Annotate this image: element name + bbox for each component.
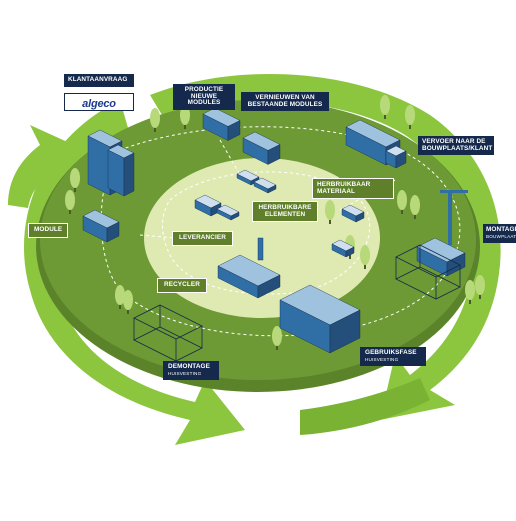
modular-building-icon — [279, 284, 361, 354]
tree-icon-14 — [123, 290, 133, 310]
label-leverancier: LEVERANCIER — [172, 231, 233, 246]
pallet-stack — [216, 204, 240, 221]
material-pallet-2 — [331, 239, 355, 258]
module-element-small-2-right — [267, 184, 277, 194]
label-module: MODULE — [28, 223, 69, 238]
flow-outer-loop — [100, 126, 461, 337]
label-herbruikbaar-materiaal: HERBRUIKBAAR MATERIAAL — [312, 178, 394, 200]
tree-icon-4 — [65, 190, 75, 210]
label-herbruikbare-elementen: HERBRUIKBARE ELEMENTEN — [252, 201, 318, 223]
label-demontage-sub: HUISVESTING — [168, 370, 202, 376]
office-building-annex-left — [107, 149, 125, 197]
tree-icon-17 — [465, 280, 475, 300]
tree-icon-3 — [70, 168, 80, 188]
tree-icon-7 — [397, 190, 407, 210]
label-herbruikbaar-materiaal-text: HERBRUIKBAAR MATERIAAL — [317, 181, 371, 195]
algeco-logo: algeco — [64, 93, 134, 111]
label-recycler: RECYCLER — [157, 278, 207, 293]
label-vernieuwen-text: VERNIEUWEN VAN BESTAANDE MODULES — [247, 94, 323, 108]
container-module-icon-right — [267, 144, 281, 165]
label-klantaanvraag-text: KLANTAANVRAAG — [68, 76, 128, 83]
label-recycler-text: RECYCLER — [164, 281, 200, 288]
tree-icon-8 — [410, 195, 420, 215]
label-gebruiksfase-title: GEBRUIKSFASE — [365, 349, 417, 356]
recycling-plant-icon-right — [257, 274, 281, 299]
recycling-chimney — [257, 237, 264, 261]
tree-icon-11 — [360, 245, 370, 265]
tree-icon-9 — [325, 200, 335, 220]
label-klantaanvraag: KLANTAANVRAAG — [64, 74, 134, 87]
outer-cycle-arrow-bottom — [300, 378, 430, 435]
factory-module-icon-right — [227, 120, 241, 141]
truck-cab — [385, 145, 407, 169]
pallet-stack-right — [230, 211, 240, 221]
module-element-small-2 — [253, 177, 277, 194]
modular-building-icon-right — [329, 309, 361, 354]
module-truck-icon — [82, 209, 120, 243]
outer-cycle-arrow-left — [24, 100, 245, 445]
material-pallet-1 — [341, 204, 365, 223]
label-module-text: MODULE — [34, 226, 63, 233]
tree-icon-16 — [475, 275, 485, 295]
tree-icon-13 — [115, 285, 125, 305]
label-montage-sub: BOUWPLAATS — [486, 233, 516, 239]
montage-module — [416, 237, 466, 277]
label-montage-title: MONTAGE — [486, 226, 516, 233]
label-productie: PRODUCTIE NIEUWE MODULES — [173, 84, 235, 111]
forklift-icon — [194, 194, 222, 217]
label-demontage-title: DEMONTAGE — [168, 363, 210, 370]
truck-cab-right — [395, 150, 407, 169]
label-gebruiksfase: GEBRUIKSFASE HUISVESTING — [360, 347, 426, 366]
diagram-objects — [65, 95, 485, 362]
tree-icon-6 — [405, 105, 415, 125]
outer-cycle-arrow-top-left — [8, 125, 85, 208]
crane-icon — [448, 190, 452, 245]
label-demontage: DEMONTAGE HUISVESTING — [163, 361, 219, 380]
label-vervoer: VERVOER NAAR DE BOUWPLAATS/KLANT — [418, 136, 494, 156]
module-element-small — [236, 169, 260, 186]
label-leverancier-text: LEVERANCIER — [179, 234, 226, 241]
tree-icon-0 — [150, 108, 160, 128]
office-building-annex — [107, 144, 135, 197]
container-module-icon — [242, 131, 281, 165]
label-vernieuwen: VERNIEUWEN VAN BESTAANDE MODULES — [241, 92, 329, 112]
tree-icon-5 — [380, 95, 390, 115]
algeco-logo-text: algeco — [82, 98, 116, 110]
flow-inner-loop — [162, 171, 371, 295]
tree-icon-15 — [272, 326, 282, 346]
recycling-plant-icon — [217, 254, 281, 299]
label-montage: MONTAGE BOUWPLAATS — [483, 224, 516, 243]
label-gebruiksfase-sub: HUISVESTING — [365, 356, 399, 362]
label-productie-text: PRODUCTIE NIEUWE MODULES — [184, 86, 224, 107]
office-building-annex-right — [123, 152, 135, 197]
material-pallet-1-right — [355, 211, 365, 223]
module-truck-icon-right — [106, 221, 120, 243]
factory-module-icon — [202, 107, 241, 141]
crane-arm — [440, 190, 468, 193]
flow-spoke-1 — [219, 139, 241, 176]
material-pallet-2-right — [345, 246, 355, 258]
label-herbruikbare-elementen-text: HERBRUIKBARE ELEMENTEN — [258, 204, 312, 218]
label-vervoer-text: VERVOER NAAR DE BOUWPLAATS/KLANT — [422, 138, 493, 152]
